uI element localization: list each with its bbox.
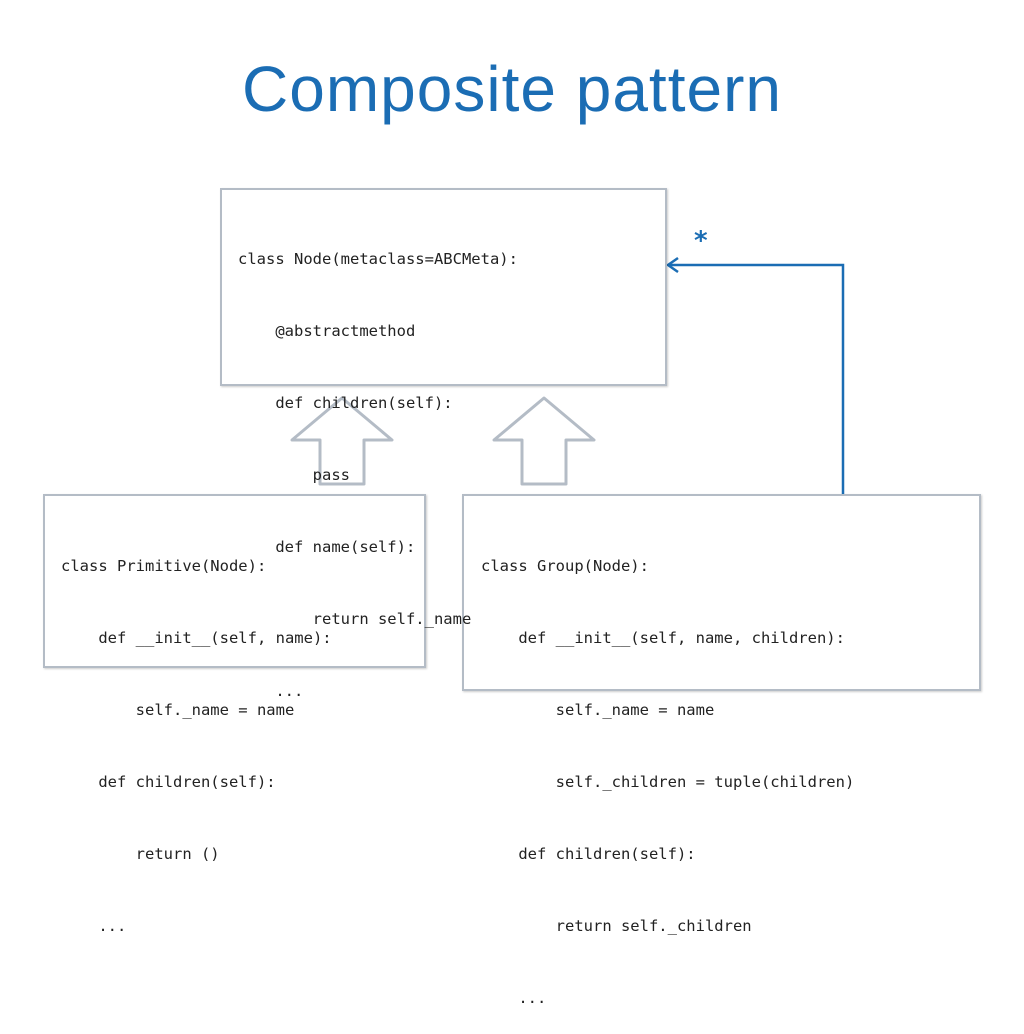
group-class-code: class Group(Node): def __init__(self, na…: [481, 506, 854, 1034]
code-line: def __init__(self, name, children):: [481, 629, 845, 647]
code-line: ...: [238, 682, 304, 700]
slide-title: Composite pattern: [242, 53, 782, 125]
code-line: self._name = name: [481, 701, 715, 719]
code-line: return (): [61, 845, 220, 863]
code-line: def children(self):: [238, 394, 453, 412]
composition-arrowhead-icon: [665, 256, 679, 274]
code-line: ...: [61, 917, 127, 935]
code-line: self._children = tuple(children): [481, 773, 855, 791]
code-line: return self._children: [481, 917, 752, 935]
code-line: @abstractmethod: [238, 322, 416, 340]
composition-arrow-line: [668, 263, 845, 494]
node-class-box: [220, 188, 667, 386]
code-line: def children(self):: [481, 845, 696, 863]
primitive-class-box: [43, 494, 426, 668]
group-class-box: [462, 494, 981, 691]
code-line: ...: [481, 989, 547, 1007]
code-line: def name(self):: [238, 538, 416, 556]
code-line: return self._name: [238, 610, 472, 628]
primitive-class-code: class Primitive(Node): def __init__(self…: [61, 506, 332, 962]
code-line: class Group(Node):: [481, 557, 649, 575]
code-line: def __init__(self, name):: [61, 629, 332, 647]
code-line: class Primitive(Node):: [61, 557, 267, 575]
code-line: self._name = name: [61, 701, 295, 719]
multiplicity-label: *: [694, 226, 708, 256]
code-line: def children(self):: [61, 773, 276, 791]
code-line: pass: [238, 466, 350, 484]
code-line: class Node(metaclass=ABCMeta):: [238, 250, 518, 268]
